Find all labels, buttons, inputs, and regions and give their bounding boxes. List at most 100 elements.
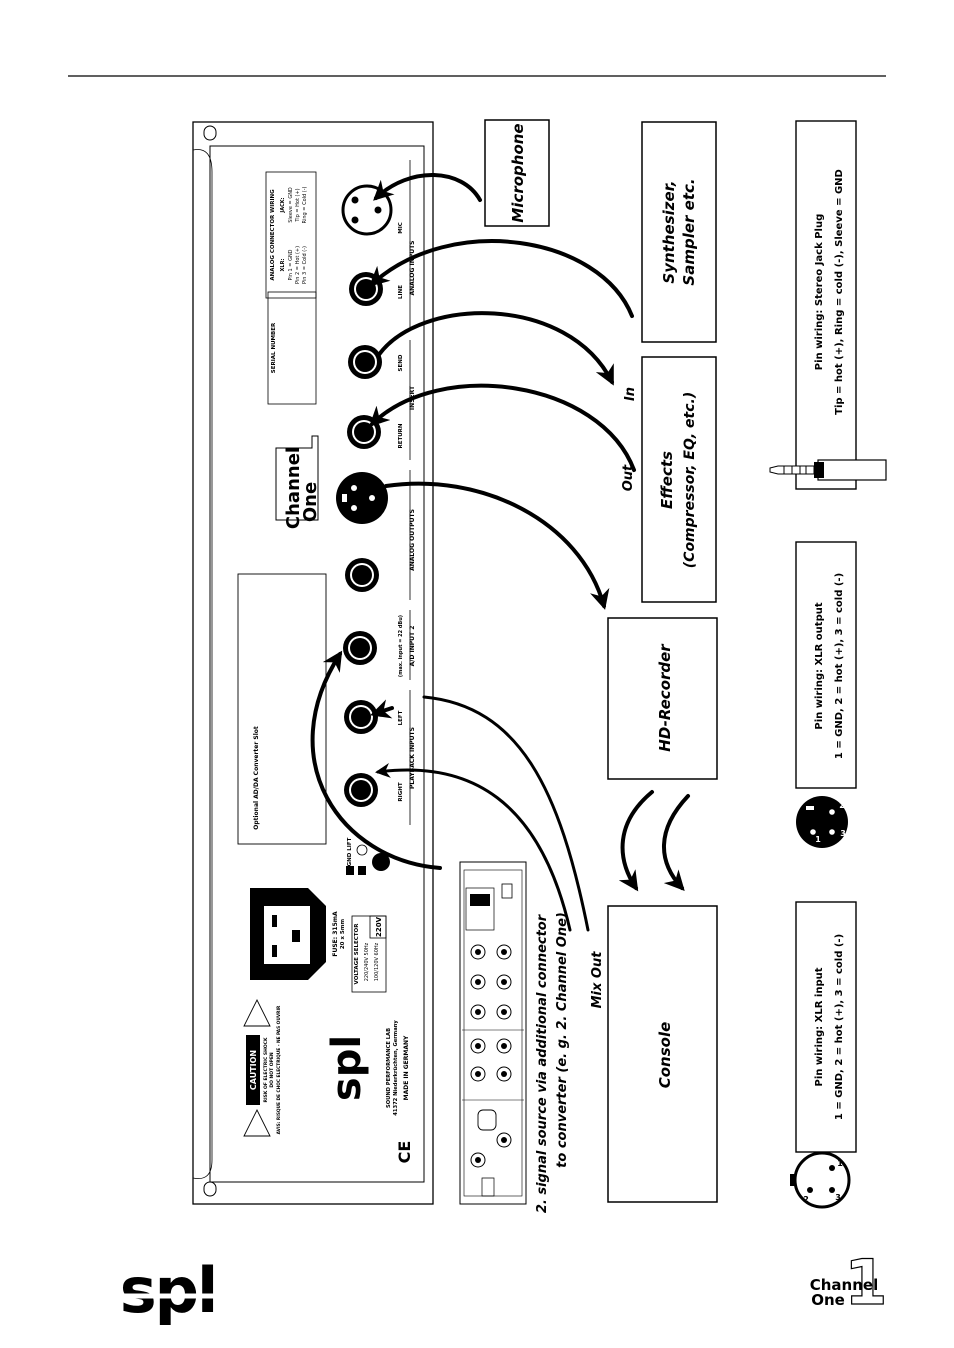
panel-product-name-line2: One bbox=[300, 482, 321, 522]
microphone-label: Microphone bbox=[509, 123, 527, 222]
max-input-label: (max. input = 22 dBu) bbox=[398, 615, 404, 677]
playback-right-jack bbox=[344, 773, 378, 807]
second-source-line2: to converter (e. g. 2. Channel One) bbox=[555, 912, 570, 1168]
xlr-in-pin-3: 3 bbox=[835, 1193, 841, 1202]
hd-recorder-box: HD-Recorder bbox=[607, 617, 718, 780]
voltage-setting: 220V bbox=[375, 916, 383, 937]
fuse-label-line2: 20 x 5mm bbox=[340, 919, 346, 950]
voltage-option-a: 220/240V 50Hz bbox=[364, 942, 370, 981]
signal-flow-arrows bbox=[310, 173, 690, 932]
converter-slot-label: Optional AD/DA Converter Slot bbox=[253, 726, 260, 830]
left-label: LEFT bbox=[398, 710, 404, 725]
send-label: SEND bbox=[398, 354, 404, 371]
company-line2: 41372 Niederkrüchten, Germany bbox=[393, 1020, 399, 1116]
caution-line2: DO NOT OPEN bbox=[269, 1052, 275, 1088]
caution-line3: AVIS: RISQUE DE CHOC ELECTRIQUE - NE PAS… bbox=[276, 1005, 282, 1134]
send-jack bbox=[348, 345, 382, 379]
panel-product-name-line1: Channel bbox=[283, 447, 304, 529]
jack-pin-wiring: Pin wiring: Stereo Jack Plug Tip = hot (… bbox=[769, 120, 887, 490]
caution-block: CAUTION RISK OF ELECTRIC SHOCK DO NOT OP… bbox=[243, 998, 282, 1137]
microphone-box: Microphone bbox=[484, 119, 550, 227]
gnd-lift-switch-a bbox=[346, 866, 354, 875]
second-unit-front-panel bbox=[459, 861, 527, 1205]
footer-product-numeral: 1 bbox=[844, 1246, 887, 1319]
xlr-input-pin-wiring: Pin wiring: XLR input 1 = GND, 2 = hot (… bbox=[790, 901, 857, 1209]
power-inlet bbox=[250, 888, 326, 980]
arrow-second-source-to-ad-input bbox=[310, 650, 442, 870]
line-jack bbox=[349, 272, 383, 306]
ground-terminal bbox=[372, 853, 390, 871]
effects-in-label: In bbox=[623, 387, 638, 401]
ad-input-2-jack bbox=[343, 631, 377, 665]
jack-wiring-line2: Tip = hot (+), Ring = cold (-), Sleeve =… bbox=[834, 169, 845, 415]
console-box: Console bbox=[607, 905, 718, 1203]
panel-product-logo: Channel One bbox=[275, 435, 321, 529]
xlr-out-pin-1: 1 bbox=[815, 835, 821, 844]
footer-product-logo: 1 Channel One bbox=[810, 1245, 888, 1319]
voltage-option-b: 100/120V 60Hz bbox=[374, 942, 380, 981]
rack-ear-top bbox=[203, 125, 217, 141]
xlr-out-pin-2: 2 bbox=[839, 801, 845, 810]
xlr-output-pin-wiring: Pin wiring: XLR output 1 = GND, 2 = hot … bbox=[795, 541, 857, 848]
converter-slot bbox=[237, 573, 327, 845]
analog-inputs-label: ANALOG INPUTS bbox=[409, 241, 416, 296]
ground-icon bbox=[356, 844, 368, 856]
xlr-wiring-title: XLR: bbox=[280, 259, 286, 272]
output-jack bbox=[345, 558, 379, 592]
jack-tip: Tip = Hot (+) bbox=[295, 188, 301, 222]
arrow-effects-to-return bbox=[369, 383, 636, 472]
panel-brand-logo: spl bbox=[324, 1035, 370, 1101]
serial-number-plate bbox=[267, 291, 317, 405]
jack-wiring-line1: Pin wiring: Stereo Jack Plug bbox=[814, 214, 825, 371]
output-xlr-connector bbox=[336, 472, 388, 524]
xlr-out-pin-3: 3 bbox=[840, 829, 846, 838]
ce-mark: CE bbox=[395, 1141, 414, 1164]
second-source-line1: 2. signal source via additional connecto… bbox=[535, 913, 550, 1213]
xlr-input-wiring-line2: 1 = GND, 2 = hot (+), 3 = cold (-) bbox=[834, 934, 845, 1120]
xlr-output-wiring-line2: 1 = GND, 2 = hot (+), 3 = cold (-) bbox=[834, 573, 845, 759]
xlr-input-wiring-line1: Pin wiring: XLR input bbox=[814, 967, 825, 1086]
fuse-label-line1: FUSE: 315mA bbox=[332, 911, 339, 957]
connector-wiring-title: ANALOG CONNECTOR WIRING bbox=[270, 189, 276, 281]
stereo-jack-plug-icon bbox=[769, 459, 887, 481]
arrow-send-to-effects bbox=[376, 311, 614, 386]
footer-brand-logo: spl bbox=[120, 1254, 226, 1327]
arrow-hd-recorder-to-console-a bbox=[618, 790, 654, 892]
console-label: Console bbox=[656, 1022, 674, 1089]
footer-product-line1: Channel bbox=[810, 1276, 878, 1294]
mic-label: MIC bbox=[398, 222, 404, 234]
xlr-pin-3: Pin 3 = Cold (-) bbox=[302, 246, 308, 284]
effects-label-line2: (Compressor, EQ, etc.) bbox=[682, 392, 698, 568]
arrow-output-to-hd-recorder bbox=[384, 481, 610, 610]
arrow-mixout-to-right-input bbox=[375, 763, 572, 932]
jack-wiring-title: JACK: bbox=[280, 197, 286, 213]
hd-recorder-label: HD-Recorder bbox=[656, 643, 674, 752]
mix-out-label: Mix Out bbox=[590, 951, 605, 1009]
xlr-pin-2: Pin 2 = Hot (+) bbox=[295, 246, 301, 284]
synthesizer-label-line2: Sampler etc. bbox=[680, 178, 698, 285]
jack-sleeve: Sleeve = GND bbox=[288, 187, 294, 223]
right-label: RIGHT bbox=[398, 782, 404, 801]
synthesizer-box: Synthesizer, Sampler etc. bbox=[641, 121, 717, 343]
arrow-mixout-to-left-input bbox=[422, 695, 590, 932]
xlr-in-pin-1: 1 bbox=[837, 1159, 843, 1168]
footer-brand-text: spl bbox=[120, 1254, 217, 1327]
rear-panel: ANALOG CONNECTOR WIRING XLR: Pin 1 = GND… bbox=[192, 121, 434, 1205]
arrow-hd-recorder-to-console-b bbox=[662, 794, 690, 891]
voltage-selector-box bbox=[351, 915, 387, 993]
company-line1: SOUND PERFORMANCE LAB bbox=[386, 1028, 392, 1108]
made-in-label: MADE IN GERMANY bbox=[403, 1035, 410, 1100]
voltage-selector-label: VOLTAGE SELECTOR bbox=[354, 923, 360, 985]
analog-outputs-label: ANALOG OUTPUTS bbox=[409, 509, 416, 571]
playback-left-jack bbox=[344, 700, 378, 734]
effects-out-label: Out bbox=[621, 464, 636, 491]
xlr-in-pin-2: 2 bbox=[803, 1195, 809, 1204]
rack-ear-bottom bbox=[203, 1181, 217, 1197]
serial-number-label: SERIAL NUMBER bbox=[271, 322, 277, 373]
return-label: RETURN bbox=[398, 423, 404, 448]
jack-ring: Ring = Cold (-) bbox=[302, 186, 308, 223]
arrow-microphone-to-mic-input bbox=[373, 173, 482, 202]
caution-label: CAUTION bbox=[249, 1050, 258, 1090]
playback-inputs-label: PLAYBACK INPUTS bbox=[409, 727, 416, 789]
